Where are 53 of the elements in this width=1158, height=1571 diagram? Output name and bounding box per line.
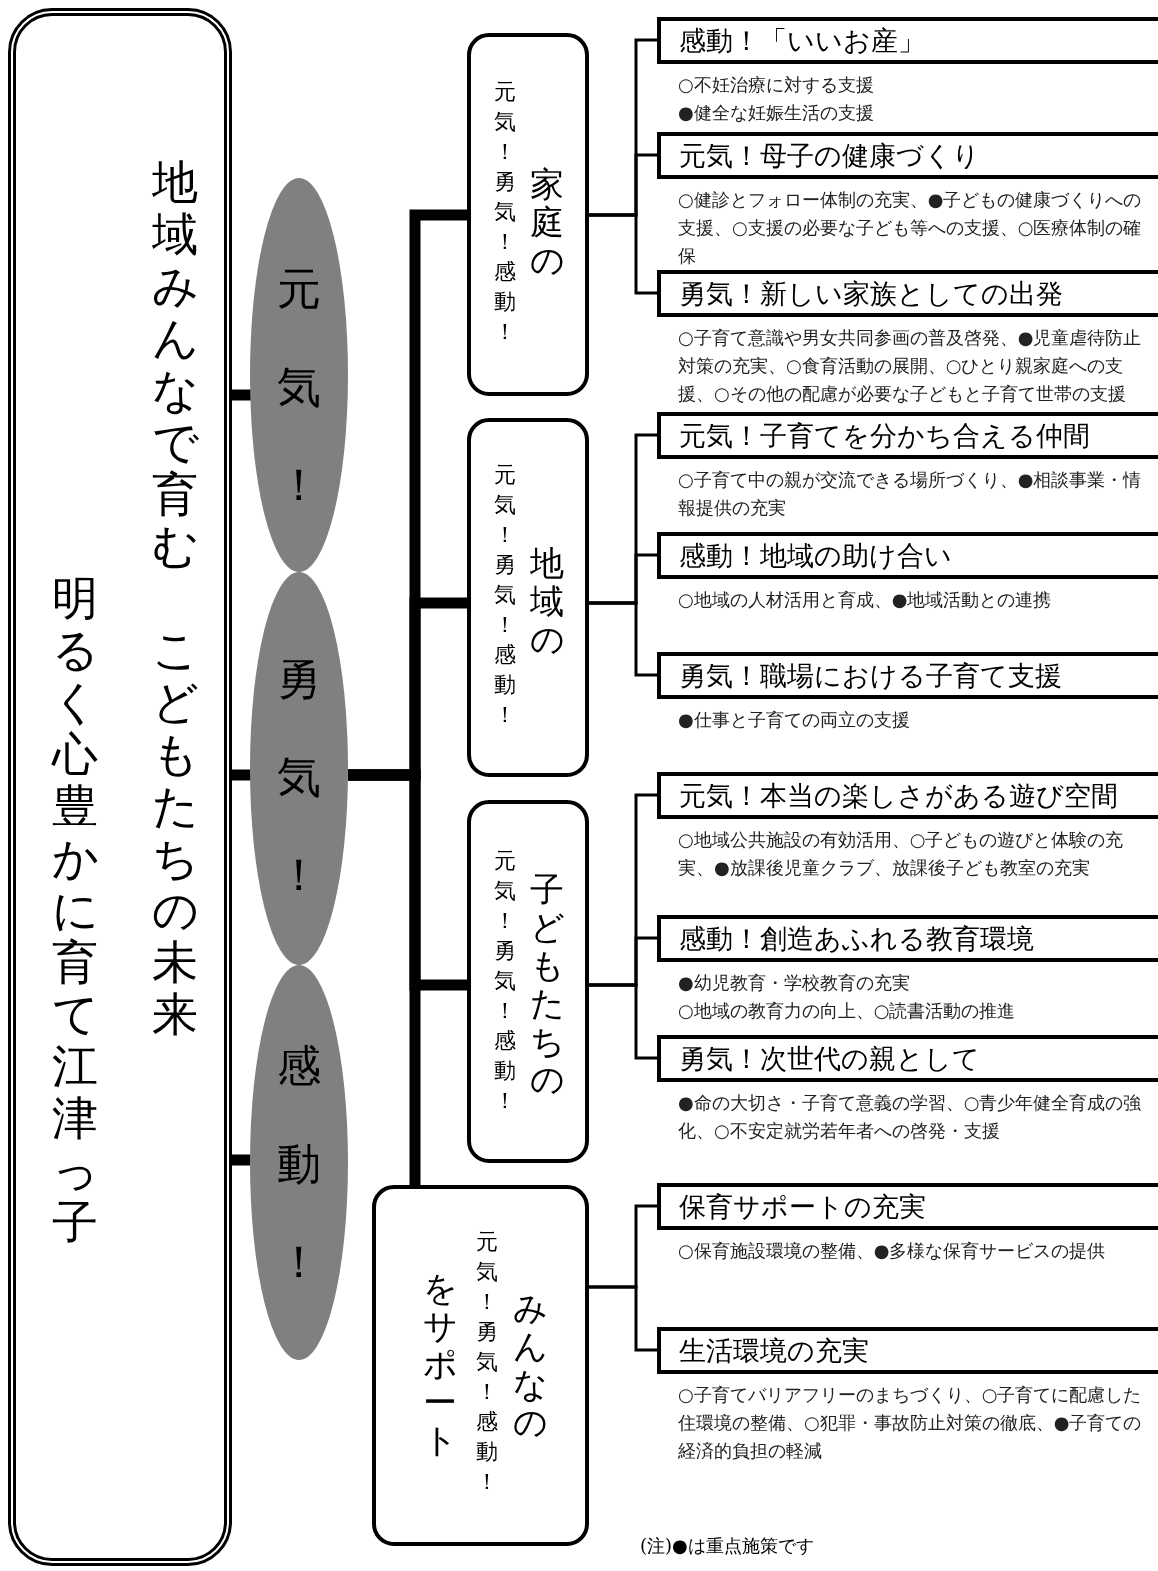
category-box — [467, 418, 589, 777]
connector-line — [589, 1285, 657, 1352]
category-box — [467, 33, 589, 396]
description-text: ○子育て意識や男女共同参画の普及啓発、●児童虐待防止対策の充実、○食育活動の展開、○ひとり親家庭への支援、○その他の配慮が必要な子どもと子育て世帯の支援 — [678, 326, 1143, 406]
category-title: 地域の — [528, 544, 566, 658]
note-text: (注)●は重点施策です — [640, 1534, 814, 1558]
title-box — [8, 8, 232, 1566]
slogan-text: 元気！勇気！感動！ — [493, 461, 517, 729]
slogan-text: 元気！勇気！感動！ — [493, 847, 517, 1115]
category-box — [372, 1185, 589, 1546]
description-text: ○地域公共施設の有効活用、○子どもの遊びと体験の充実、●放課後児童クラブ、放課後子ども教室の充実 — [678, 828, 1125, 880]
keyword-ellipse: 元気！ — [250, 178, 348, 572]
heading-box: 感動！創造あふれる教育環境 — [657, 915, 1158, 962]
slogan-text: 元気！勇気！感動！ — [493, 78, 517, 346]
description-text: ●幼児教育・学校教育の充実 — [678, 971, 911, 995]
heading-box: 勇気！次世代の親として — [657, 1035, 1158, 1082]
category-title: 子どもたちの — [528, 870, 566, 1098]
connector-line — [589, 601, 657, 677]
description-text: ●仕事と子育ての両立の支援 — [678, 708, 911, 732]
category-box — [467, 800, 589, 1163]
description-text: ○地域の人材活用と育成、●地域活動との連携 — [678, 588, 1053, 612]
description-text: ○健診とフォロー体制の充実、●子どもの健康づくりへの支援、○支援の必要な子ども等への支援、○医療体制の確保 — [678, 188, 1143, 268]
slogan-text: 元気！勇気！感動！ — [475, 1228, 499, 1496]
connector-line — [348, 769, 421, 1185]
connector-line — [232, 1154, 252, 1166]
heading-box: 元気！子育てを分かち合える仲間 — [657, 412, 1158, 459]
heading-box: 勇気！新しい家族としての出発 — [657, 270, 1158, 317]
description-text: ○子育てバリアフリーのまちづくり、○子育てに配慮した住環境の整備、○犯罪・事故防止対策の徹底、●子育ての経済的負担の軽減 — [678, 1383, 1143, 1463]
title-text: 明るく心豊かに育て江津っ子 — [50, 572, 100, 1248]
description-text: ○保育施設環境の整備、●多様な保育サービスの提供 — [678, 1239, 1107, 1263]
keyword-ellipse: 勇気！ — [250, 572, 348, 965]
heading-box: 元気！母子の健康づくり — [657, 132, 1158, 179]
connector-line — [232, 389, 252, 401]
connector-line — [232, 769, 252, 781]
description-text: ○子育て中の親が交流できる場所づくり、●相談事業・情報提供の充実 — [678, 468, 1143, 520]
connector-line — [589, 213, 657, 295]
description-text: ○不妊治療に対する支援 — [678, 73, 875, 97]
description-text: ○地域の教育力の向上、○読書活動の推進 — [678, 999, 1017, 1023]
heading-box: 感動！地域の助け合い — [657, 532, 1158, 579]
heading-box: 生活環境の充実 — [657, 1327, 1158, 1374]
heading-box: 保育サポートの充実 — [657, 1183, 1158, 1230]
heading-box: 感動！「いいお産」 — [657, 17, 1158, 64]
heading-box: 元気！本当の楽しさがある遊び空間 — [657, 772, 1158, 819]
category-title: みんなの — [511, 1289, 549, 1441]
title-text: こどもたちの未来 — [150, 624, 200, 1040]
description-text: ●命の大切さ・子育て意義の学習、○青少年健全育成の強化、○不安定就労若年者への啓発・支援 — [678, 1091, 1143, 1143]
connector-line — [589, 983, 657, 1060]
heading-box: 勇気！職場における子育て支援 — [657, 652, 1158, 699]
description-text: ●健全な妊娠生活の支援 — [678, 101, 875, 125]
category-title: をサポート — [421, 1269, 459, 1459]
keyword-ellipse: 感動！ — [250, 965, 348, 1360]
category-title: 家庭の — [528, 165, 566, 279]
title-text: 地域みんなで育む — [150, 156, 200, 572]
